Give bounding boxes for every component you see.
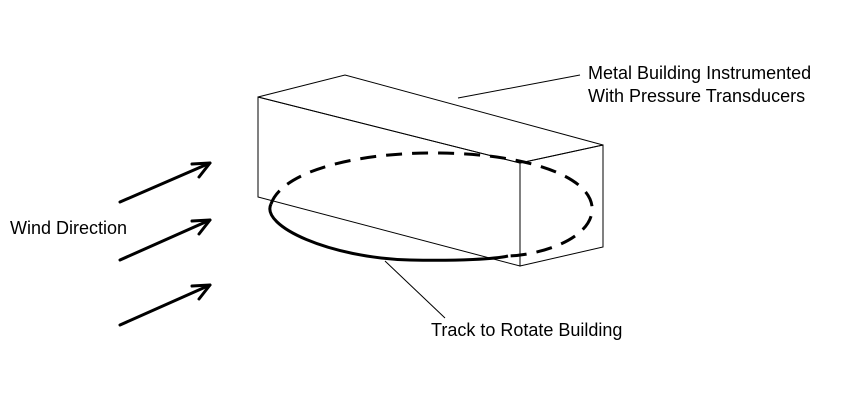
wind-direction-label: Wind Direction <box>10 218 128 238</box>
building-label-line1: Metal Building Instrumented <box>588 63 812 83</box>
building <box>257 74 604 267</box>
building-top-face <box>257 74 604 164</box>
building-label: Metal Building Instrumented With Pressur… <box>588 62 811 108</box>
building-left-face <box>257 96 521 267</box>
wind-arrow-bottom <box>118 283 212 327</box>
wind-arrow-top <box>118 161 212 204</box>
building-label-line2: With Pressure Transducers <box>588 86 806 106</box>
building-leader-line <box>457 74 581 99</box>
wind-arrows <box>118 161 212 327</box>
rotation-track <box>268 151 594 262</box>
track-label: Track to Rotate Building <box>431 320 623 340</box>
track-front-arc <box>268 203 509 262</box>
leader-lines <box>384 74 581 319</box>
wind-arrow-middle <box>118 218 212 262</box>
track-back-arc <box>269 151 594 258</box>
track-leader-line <box>384 260 446 319</box>
building-right-face <box>519 144 604 267</box>
